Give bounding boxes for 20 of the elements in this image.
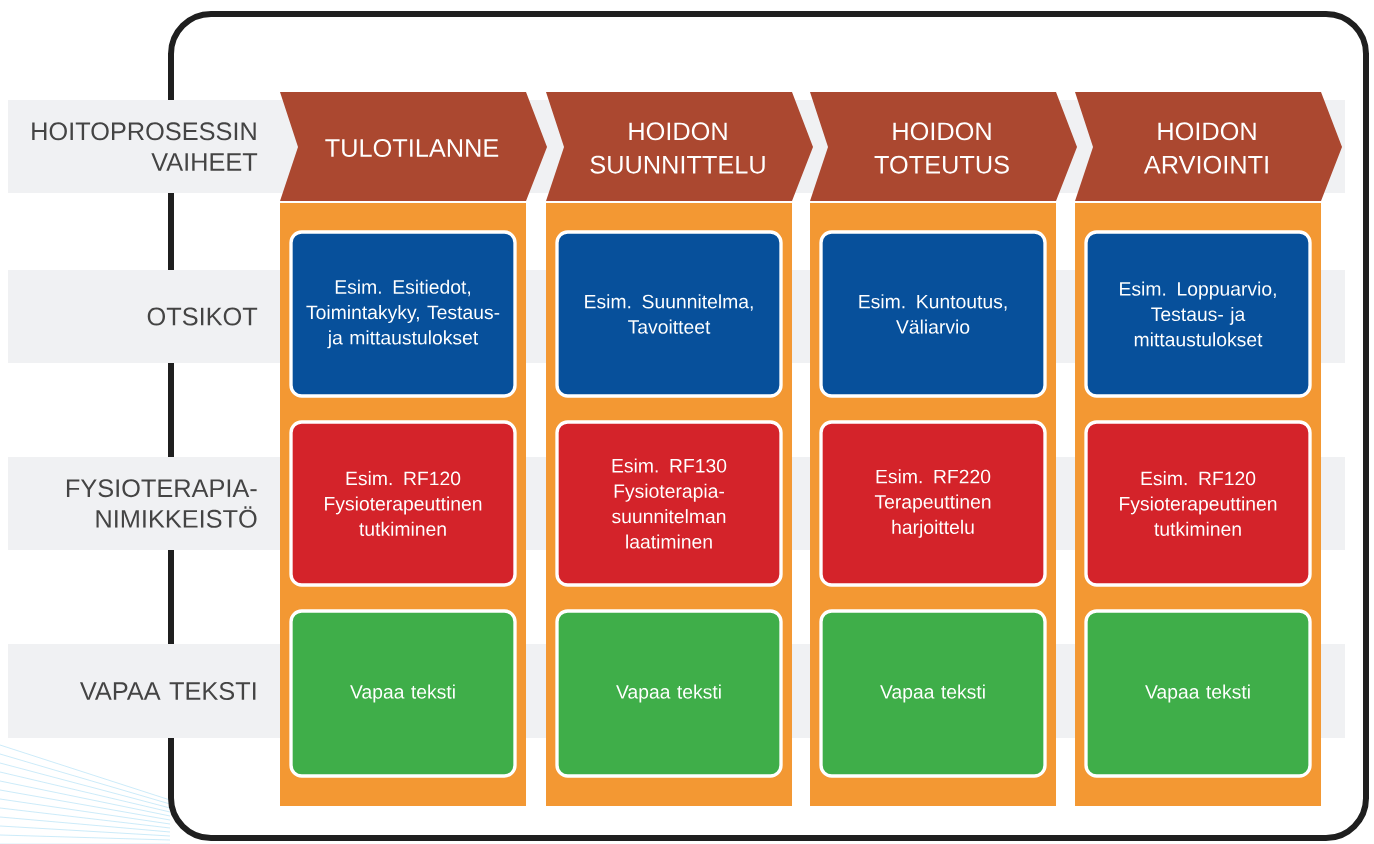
row-heading: OTSIKOT <box>147 307 258 326</box>
phase-banner: TULOTILANNE <box>280 92 547 201</box>
content-box: Vapaa teksti <box>1084 609 1312 778</box>
content-box: Esim. Kuntoutus, Väliarvio <box>819 230 1047 398</box>
content-box: Vapaa teksti <box>819 609 1047 778</box>
row-heading: VAPAA TEKSTI <box>80 682 256 700</box>
phase-banner: HOIDON TOTEUTUS <box>810 92 1077 201</box>
row-heading: HOITOPROSESSIN VAIHEET <box>32 122 258 171</box>
content-box: Esim. RF120 Fysioterapeuttinen tutkiminen <box>1084 420 1312 587</box>
content-box: Vapaa teksti <box>289 609 517 778</box>
content-box: Esim. RF120 Fysioterapeuttinen tutkiminen <box>289 420 517 587</box>
content-box: Esim. Loppuarvio, Testaus- ja mittaustulokset <box>1084 230 1312 398</box>
row-heading: FYSIOTERAPIA- NIMIKKEISTÖ <box>66 479 257 528</box>
phase-banner: HOIDON ARVIOINTI <box>1075 92 1342 201</box>
content-box: Vapaa teksti <box>555 609 783 778</box>
content-box: Esim. Suunnitelma, Tavoitteet <box>555 230 783 398</box>
phase-banner: HOIDON SUUNNITTELU <box>546 92 813 201</box>
content-box: Esim. RF220 Terapeuttinen harjoittelu <box>819 420 1047 587</box>
content-box: Esim. RF130 Fysioterapia- suunnitelman laatiminen <box>555 420 783 587</box>
content-box: Esim. Esitiedot, Toimintakyky, Testaus- ja mittaustulokset <box>289 230 517 398</box>
